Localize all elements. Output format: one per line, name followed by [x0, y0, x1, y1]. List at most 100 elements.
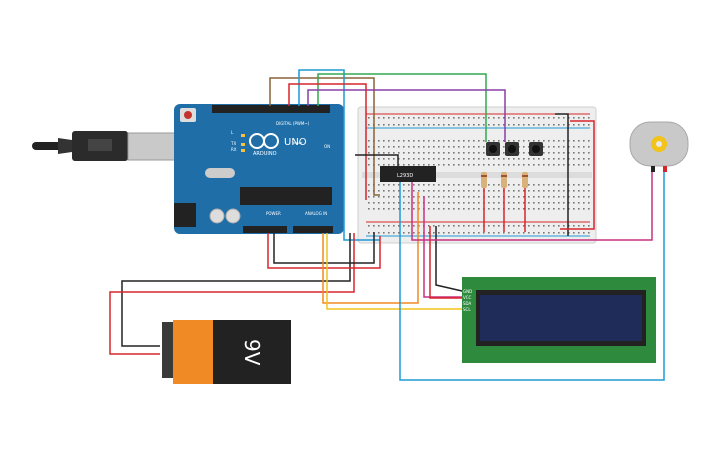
lcd-pin-vcc: VCC: [463, 295, 472, 300]
breadboard-hole: [433, 152, 435, 154]
breadboard-hole: [423, 146, 425, 148]
breadboard-hole: [483, 146, 485, 148]
breadboard-hole: [468, 117, 470, 119]
breadboard-hole: [558, 146, 560, 148]
breadboard-hole: [408, 158, 410, 160]
breadboard-hole: [563, 196, 565, 198]
breadboard-hole: [498, 190, 500, 192]
wire-yellow: [326, 233, 462, 310]
breadboard-hole: [468, 196, 470, 198]
breadboard-hole: [498, 158, 500, 160]
breadboard-hole: [468, 152, 470, 154]
breadboard-hole: [388, 184, 390, 186]
breadboard-hole: [378, 184, 380, 186]
breadboard-hole: [558, 164, 560, 166]
breadboard-hole: [533, 117, 535, 119]
breadboard-hole: [553, 196, 555, 198]
breadboard-hole: [548, 202, 550, 204]
breadboard-hole: [393, 158, 395, 160]
breadboard-hole: [578, 124, 580, 126]
breadboard-hole: [573, 140, 575, 142]
breadboard-hole: [428, 208, 430, 210]
wire-orange: [322, 192, 419, 304]
breadboard-hole: [533, 208, 535, 210]
breadboard-hole: [523, 190, 525, 192]
breadboard-hole: [368, 184, 370, 186]
breadboard-hole: [493, 124, 495, 126]
breadboard-hole: [453, 202, 455, 204]
breadboard-hole: [478, 202, 480, 204]
breadboard-hole: [388, 190, 390, 192]
breadboard-hole: [543, 232, 545, 234]
breadboard-hole: [388, 164, 390, 166]
breadboard-hole: [503, 152, 505, 154]
breadboard-hole: [463, 190, 465, 192]
breadboard-hole: [523, 117, 525, 119]
breadboard-hole: [433, 140, 435, 142]
breadboard-hole: [588, 225, 590, 227]
breadboard-hole: [368, 164, 370, 166]
breadboard-hole: [403, 208, 405, 210]
breadboard-hole: [393, 146, 395, 148]
breadboard-hole: [418, 158, 420, 160]
breadboard-hole: [398, 164, 400, 166]
breadboard-hole: [393, 184, 395, 186]
breadboard-hole: [563, 140, 565, 142]
breadboard-hole: [398, 202, 400, 204]
breadboard-hole: [378, 202, 380, 204]
breadboard-hole: [483, 140, 485, 142]
on-label: ON: [324, 144, 330, 149]
breadboard-hole: [408, 164, 410, 166]
breadboard-hole: [543, 184, 545, 186]
breadboard-hole: [588, 196, 590, 198]
breadboard-hole: [488, 184, 490, 186]
breadboard-hole: [373, 225, 375, 227]
breadboard-hole: [498, 184, 500, 186]
breadboard-hole: [398, 184, 400, 186]
breadboard-hole: [543, 140, 545, 142]
breadboard-hole: [388, 232, 390, 234]
breadboard-hole: [568, 232, 570, 234]
breadboard-hole: [438, 124, 440, 126]
breadboard-hole: [398, 140, 400, 142]
breadboard-hole: [468, 232, 470, 234]
breadboard-hole: [578, 208, 580, 210]
breadboard-hole: [553, 202, 555, 204]
breadboard-hole: [588, 152, 590, 154]
breadboard-hole: [548, 225, 550, 227]
breadboard-hole: [558, 124, 560, 126]
breadboard-hole: [448, 117, 450, 119]
breadboard-hole: [458, 184, 460, 186]
breadboard-hole: [378, 190, 380, 192]
breadboard-hole: [443, 225, 445, 227]
breadboard-hole: [518, 196, 520, 198]
breadboard-hole: [378, 146, 380, 148]
breadboard-hole: [573, 202, 575, 204]
breadboard-hole: [588, 232, 590, 234]
breadboard-hole: [523, 196, 525, 198]
breadboard-hole: [368, 124, 370, 126]
breadboard-hole: [538, 202, 540, 204]
breadboard-hole: [418, 184, 420, 186]
breadboard-hole: [548, 196, 550, 198]
breadboard-hole: [533, 232, 535, 234]
breadboard-hole: [568, 184, 570, 186]
breadboard-hole: [508, 117, 510, 119]
breadboard-hole: [573, 152, 575, 154]
breadboard-hole: [438, 152, 440, 154]
breadboard-hole: [543, 146, 545, 148]
breadboard-hole: [443, 196, 445, 198]
breadboard-hole: [448, 190, 450, 192]
breadboard-hole: [488, 124, 490, 126]
tx-label: TX: [230, 141, 236, 146]
breadboard-hole: [523, 158, 525, 160]
breadboard-hole: [528, 124, 530, 126]
breadboard-hole: [398, 124, 400, 126]
breadboard-hole: [453, 152, 455, 154]
breadboard-hole: [443, 202, 445, 204]
breadboard-hole: [478, 140, 480, 142]
breadboard-hole: [388, 225, 390, 227]
breadboard-hole: [498, 208, 500, 210]
breadboard-hole: [578, 164, 580, 166]
breadboard-hole: [413, 140, 415, 142]
